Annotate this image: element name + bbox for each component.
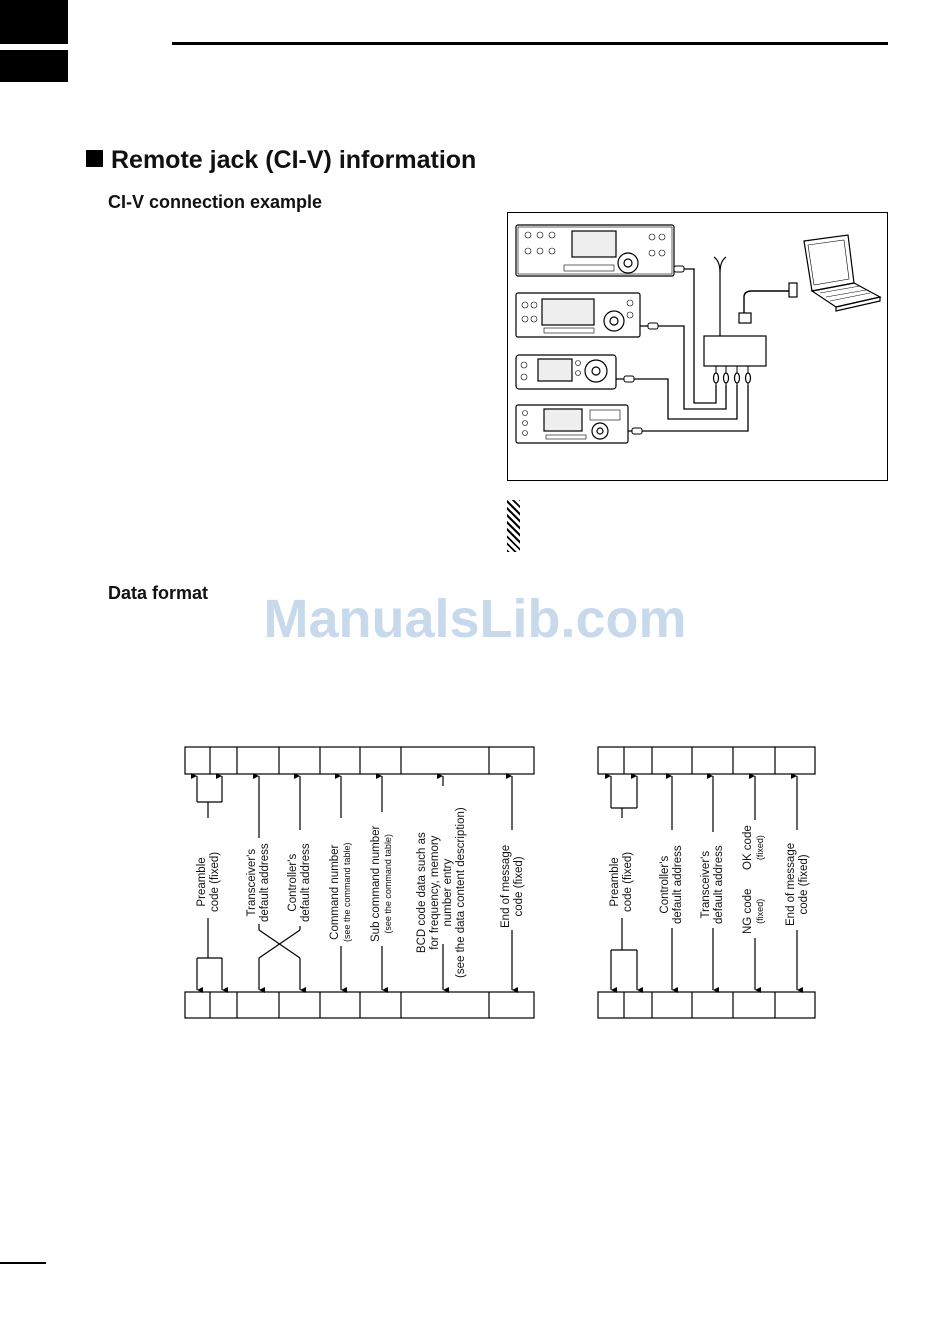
footer-rule (0, 1262, 46, 1264)
laptop-image (803, 234, 882, 312)
label-ng-code: NG code (fixed) (742, 888, 765, 934)
label-end-of-message: End of message code (fixed) (500, 844, 525, 928)
transceiver-2-image (515, 292, 641, 338)
header-rule (172, 42, 888, 45)
transceiver-to-controller-format (597, 746, 816, 1019)
transceiver-1-image (515, 224, 675, 277)
label-sub-command-number: Sub command number (see the command tabl… (370, 825, 393, 942)
label-end-of-message-reply: End of message code (fixed) (785, 842, 810, 926)
label-preamble-reply: Preamble code (fixed) (609, 851, 634, 912)
label-transceiver-address: Transceiver's default address (246, 843, 271, 922)
transceiver-3-image (515, 354, 617, 390)
label-ok-code: OK code (fixed) (742, 825, 765, 870)
section-title: Remote jack (CI-V) information (86, 146, 476, 175)
connection-illustration (507, 212, 888, 481)
chapter-tab (0, 0, 68, 44)
watermark: ManualsLib.com (263, 589, 687, 649)
controller-to-transceiver-format (184, 746, 535, 1019)
label-controller-address-reply: Controller's default address (659, 845, 684, 924)
bottom-frame-row (597, 991, 816, 1019)
chapter-tab-lower (0, 50, 68, 82)
label-preamble: Preamble code (fixed) (196, 851, 221, 912)
top-frame-row (597, 746, 816, 775)
label-command-number: Command number (see the command table) (329, 842, 352, 942)
square-bullet-icon (86, 150, 103, 167)
label-bcd-data: BCD code data such as for frequency, mem… (416, 807, 467, 978)
connection-diagram (515, 224, 882, 444)
label-controller-address: Controller's default address (287, 843, 312, 922)
label-transceiver-address-reply: Transceiver's default address (700, 845, 725, 924)
interface-box (703, 335, 767, 367)
caution-marker (507, 500, 520, 552)
data-format-heading: Data format (108, 583, 209, 603)
transceiver-4-image (515, 404, 629, 444)
connection-example-heading: CI-V connection example (108, 192, 323, 212)
